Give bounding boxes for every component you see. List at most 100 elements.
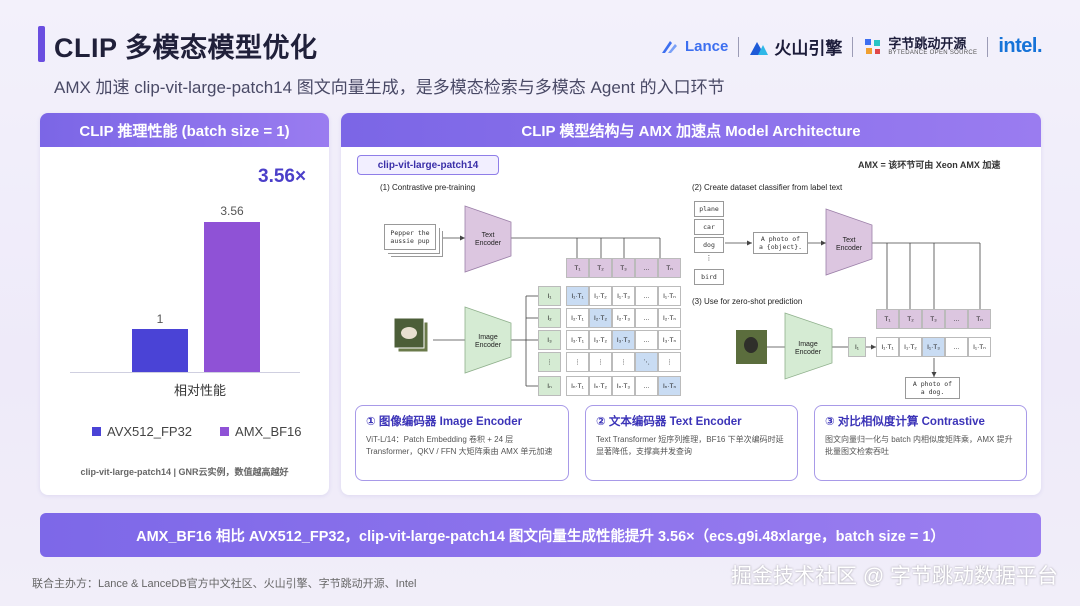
performance-panel-title: CLIP 推理性能 (batch size = 1) <box>40 113 329 147</box>
image-embedding-cell: I₃ <box>538 330 561 350</box>
text-embedding-cell: ... <box>635 258 658 278</box>
bar-value-avx512-fp32: 1 <box>156 312 164 326</box>
image-encoder-shape <box>464 306 512 374</box>
x-category-label: 相对性能 <box>173 383 226 398</box>
similarity-cell: ⋮ <box>658 352 681 372</box>
logo-divider <box>738 36 740 57</box>
similarity-cell: ⋮ <box>589 352 612 372</box>
text-embedding-cell: Tₙ <box>658 258 681 278</box>
zero-shot-similarity-cell: I₁·T₂ <box>899 337 922 357</box>
text-embedding-cell: T₁ <box>876 309 899 329</box>
legend-label: AVX512_FP32 <box>107 424 193 439</box>
similarity-cell: I₂·T₁ <box>566 308 589 328</box>
page-subtitle: AMX 加速 clip-vit-large-patch14 图文向量生成，是多模… <box>54 78 725 97</box>
volcano-logo-text: 火山引擎 <box>774 39 843 58</box>
bytedance-open-source-logo: 字节跳动开源 BYTEDANCE OPEN SOURCE <box>863 37 977 57</box>
model-name-badge: clip-vit-large-patch14 <box>357 155 499 175</box>
text-embedding-cell: T₁ <box>566 258 589 278</box>
zero-shot-similarity-cell: I₁·T₁ <box>876 337 899 357</box>
similarity-cell: I₁·T₃ <box>612 286 635 306</box>
card-title: ② 文本编码器 Text Encoder <box>596 416 742 428</box>
similarity-cell: I₃·Tₙ <box>658 330 681 350</box>
card-title: ③ 对比相似度计算 Contrastive <box>825 416 985 428</box>
similarity-cell: ... <box>635 308 658 328</box>
label-car: car <box>694 219 724 235</box>
similarity-cell: I₂·Tₙ <box>658 308 681 328</box>
image-encoder-shape-2 <box>784 312 833 380</box>
similarity-cell: I₂·T₃ <box>612 308 635 328</box>
intel-logo: intel. <box>998 35 1042 57</box>
logo-divider <box>987 36 989 57</box>
legend-item-avx512-fp32: AVX512_FP32 <box>92 424 192 439</box>
similarity-cell: I₃·T₃ <box>612 330 635 350</box>
similarity-cell: Iₙ·T₂ <box>589 376 612 396</box>
prediction-result-box: A photo of a dog. <box>905 377 960 399</box>
label-list: plane car dog ⋮ bird <box>694 201 724 285</box>
image-encoder-label-2: Image Encoder <box>794 341 822 356</box>
performance-panel: CLIP 推理性能 (batch size = 1) <box>40 113 329 495</box>
label-bird: bird <box>694 269 724 285</box>
text-encoder-shape <box>464 205 512 273</box>
title-accent-bar <box>38 26 45 62</box>
text-embedding-cell: T₂ <box>899 309 922 329</box>
legend-item-amx-bf16: AMX_BF16 <box>220 424 302 439</box>
text-embedding-cell: Tₙ <box>968 309 991 329</box>
image-embedding-cell: I₂ <box>538 308 561 328</box>
legend-swatch <box>220 427 230 436</box>
footer-organizers: 联合主办方：Lance & LanceDB官方中文社区、火山引擎、字节跳动开源、… <box>32 578 417 590</box>
bytedance-logo-text: 字节跳动开源 <box>888 35 967 51</box>
step-contrastive-pretraining: (1) Contrastive pre-training <box>380 183 476 192</box>
card-text-encoder: ② 文本编码器 Text Encoder Text Transformer 短序… <box>585 405 798 481</box>
chart-x-axis <box>70 372 300 373</box>
card-body: 图文向量归一化与 batch 内相似度矩阵乘，AMX 提升批量图文检索吞吐 <box>825 435 1013 456</box>
step-zero-shot: (3) Use for zero-shot prediction <box>692 297 803 306</box>
training-caption-box: Pepper the aussie pup <box>384 224 436 250</box>
similarity-cell: I₂·T₂ <box>589 308 612 328</box>
label-plane: plane <box>694 201 724 217</box>
amx-legend-note: AMX = 该环节可由 Xeon AMX 加速 <box>858 160 1001 170</box>
zero-shot-similarity-cell: I₁·T₃ <box>922 337 945 357</box>
card-contrastive: ③ 对比相似度计算 Contrastive 图文向量归一化与 batch 内相似… <box>814 405 1027 481</box>
bytedance-icon <box>865 38 881 54</box>
similarity-cell: ... <box>635 330 658 350</box>
text-encoder-shape-2 <box>825 208 873 276</box>
speedup-value: 3.56× <box>258 166 307 187</box>
image-embedding-cell: I₁ <box>538 286 561 306</box>
text-encoder-label-2: Text Encoder <box>835 237 863 252</box>
similarity-cell: ... <box>635 286 658 306</box>
similarity-cell: Iₙ·T₃ <box>612 376 635 396</box>
similarity-cell: ⋮ <box>566 352 589 372</box>
zero-shot-similarity-cell: ... <box>945 337 968 357</box>
legend-swatch <box>92 427 101 436</box>
similarity-cell: ⋱ <box>635 352 658 372</box>
bar-amx-bf16 <box>204 222 260 372</box>
volcano-engine-logo: 火山引擎 <box>749 34 842 59</box>
text-embedding-cell: ... <box>945 309 968 329</box>
similarity-cell: ... <box>635 376 658 396</box>
card-body: ViT-L/14：Patch Embedding 卷积 + 24 层 Trans… <box>366 435 553 456</box>
bar-value-amx-bf16: 3.56 <box>220 204 244 218</box>
similarity-cell: I₁·T₁ <box>566 286 589 306</box>
page-title: CLIP 多模态模型优化 <box>54 33 318 63</box>
text-embedding-cell: T₃ <box>922 309 945 329</box>
similarity-cell: Iₙ·Tₙ <box>658 376 681 396</box>
chart-legend: AVX512_FP32 AMX_BF16 <box>92 424 302 439</box>
bytedance-logo-subtext: BYTEDANCE OPEN SOURCE <box>888 49 978 56</box>
watermark: 掘金技术社区 @ 字节跳动数据平台 <box>731 565 1058 588</box>
lance-icon <box>661 40 677 53</box>
legend-label: AMX_BF16 <box>235 424 302 439</box>
prompt-template-box: A photo of a {object}. <box>753 232 808 254</box>
image-encoder-label: Image Encoder <box>474 334 502 349</box>
lance-logo: Lance <box>660 38 728 55</box>
partner-logos: Lance 火山引擎 字节跳动开源 BYTEDANCE OPEN SOURCE … <box>660 34 1042 59</box>
similarity-cell: ⋮ <box>612 352 635 372</box>
similarity-cell: I₁·Tₙ <box>658 286 681 306</box>
summary-banner: AMX_BF16 相比 AVX512_FP32，clip-vit-large-p… <box>40 513 1041 557</box>
label-ellipsis: ⋮ <box>705 255 713 262</box>
bar-avx512-fp32 <box>132 329 188 372</box>
image-embedding-cell: ⋮ <box>538 352 561 372</box>
similarity-cell: I₃·T₂ <box>589 330 612 350</box>
chart-footnote: clip-vit-large-patch14 | GNR云实例，数值越高越好 <box>80 467 289 477</box>
card-title: ① 图像编码器 Image Encoder <box>366 416 523 428</box>
